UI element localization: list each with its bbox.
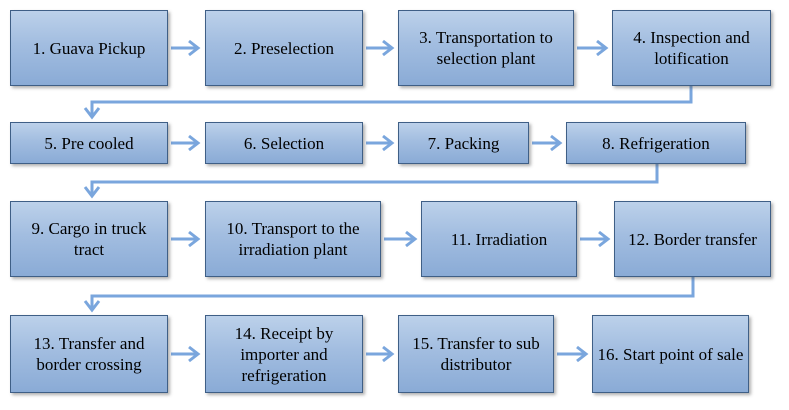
step-1-box: 1. Guava Pickup bbox=[10, 10, 168, 86]
step-7-box: 7. Packing bbox=[398, 122, 529, 164]
arrow-1-to-2 bbox=[171, 39, 201, 57]
step-4-box: 4. Inspection and lotification bbox=[612, 10, 771, 86]
step-11-box: 11. Irradiation bbox=[421, 201, 577, 277]
arrow-9-to-10 bbox=[171, 230, 201, 248]
step-9-box: 9. Cargo in truck tract bbox=[10, 201, 168, 277]
arrow-4-to-5 bbox=[83, 86, 693, 120]
step-12-box: 12. Border transfer bbox=[614, 201, 771, 277]
arrow-12-to-13 bbox=[83, 277, 695, 313]
step-14-box: 14. Receipt by importer and refrigeratio… bbox=[205, 315, 363, 393]
arrow-5-to-6 bbox=[171, 134, 201, 152]
arrow-3-to-4 bbox=[577, 39, 609, 57]
arrow-2-to-3 bbox=[366, 39, 395, 57]
step-2-box: 2. Preselection bbox=[205, 10, 363, 86]
step-16-box: 16. Start point of sale bbox=[592, 315, 749, 393]
step-6-box: 6. Selection bbox=[205, 122, 363, 164]
step-8-box: 8. Refrigeration bbox=[566, 122, 746, 164]
arrow-7-to-8 bbox=[532, 134, 563, 152]
step-3-box: 3. Transportation to selection plant bbox=[398, 10, 574, 86]
step-13-box: 13. Transfer and border crossing bbox=[10, 315, 168, 393]
arrow-13-to-14 bbox=[171, 345, 201, 363]
arrow-11-to-12 bbox=[580, 230, 611, 248]
arrow-8-to-9 bbox=[83, 164, 659, 199]
arrow-15-to-16 bbox=[557, 345, 589, 363]
arrow-10-to-11 bbox=[384, 230, 418, 248]
arrow-14-to-15 bbox=[366, 345, 395, 363]
step-10-box: 10. Transport to the irradiation plant bbox=[205, 201, 381, 277]
arrow-6-to-7 bbox=[366, 134, 395, 152]
step-5-box: 5. Pre cooled bbox=[10, 122, 168, 164]
step-15-box: 15. Transfer to sub distributor bbox=[398, 315, 554, 393]
